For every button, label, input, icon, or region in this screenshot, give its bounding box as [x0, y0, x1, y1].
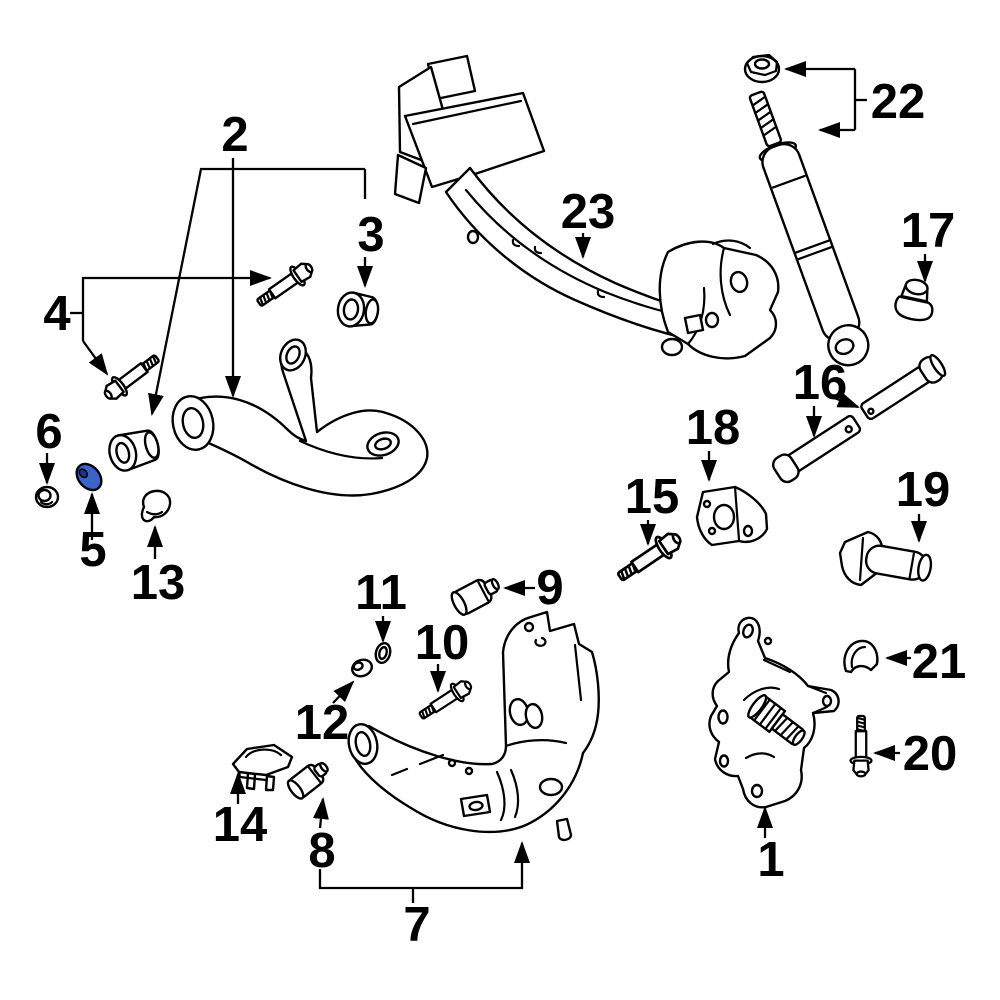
callout-label-5[interactable]: 5 [79, 523, 106, 577]
callout-label-20[interactable]: 20 [903, 727, 958, 781]
callout-label-9[interactable]: 9 [536, 561, 563, 615]
callout-label-6[interactable]: 6 [35, 405, 62, 459]
callout-label-23[interactable]: 23 [561, 185, 616, 239]
callout-label-22[interactable]: 22 [871, 75, 926, 129]
part-lower-control-arm [347, 610, 600, 842]
part-highlighted-washer[interactable] [72, 459, 107, 495]
part-bushing-8 [286, 761, 329, 800]
part-support-bracket [695, 485, 769, 547]
callout-label-10[interactable]: 10 [415, 616, 470, 670]
callout-label-12[interactable]: 12 [295, 696, 350, 750]
callout-label-19[interactable]: 19 [896, 463, 951, 517]
callout-label-16[interactable]: 16 [793, 356, 848, 410]
callout-label-21[interactable]: 21 [912, 635, 967, 689]
part-cap-13 [140, 489, 172, 523]
callout-label-18[interactable]: 18 [686, 401, 741, 455]
callout-label-14[interactable]: 14 [213, 798, 268, 852]
part-bump-stop [843, 639, 879, 674]
part-bushing-3 [336, 291, 380, 328]
part-torsion-anchor [838, 530, 933, 587]
part-bolt-15 [611, 525, 688, 589]
part-torsion-bar-upper [860, 353, 947, 421]
part-nut-6 [34, 485, 60, 509]
part-bolt-10 [414, 674, 477, 726]
part-bracket-14 [231, 743, 294, 792]
part-torsion-bar-lower [771, 414, 862, 484]
callout-labels: 1 2 3 4 5 6 7 8 9 10 11 12 13 14 15 16 1… [35, 75, 966, 952]
part-bolt-20 [849, 714, 873, 778]
callout-label-2[interactable]: 2 [221, 108, 248, 162]
part-bushing-17 [894, 278, 934, 322]
part-bolt-4b [98, 348, 165, 407]
part-bolt-4a [251, 256, 319, 314]
part-oring-11 [374, 641, 392, 665]
callout-label-15[interactable]: 15 [625, 470, 680, 524]
part-cap-12 [351, 658, 373, 678]
callout-label-3[interactable]: 3 [357, 208, 384, 262]
callout-label-1[interactable]: 1 [757, 833, 784, 887]
callout-label-7[interactable]: 7 [403, 898, 430, 952]
part-crossmember [393, 54, 780, 360]
part-shock-absorber [743, 53, 870, 367]
callout-label-11[interactable]: 11 [355, 566, 407, 620]
leader-lines [39, 61, 933, 903]
part-steering-knuckle [708, 616, 840, 809]
part-upper-control-arm [108, 338, 429, 497]
callout-label-13[interactable]: 13 [131, 556, 186, 610]
part-bushing-9 [450, 578, 500, 616]
part-arm-bushing-front [108, 429, 160, 472]
callout-label-8[interactable]: 8 [308, 824, 335, 878]
callout-label-4[interactable]: 4 [43, 287, 70, 341]
callout-label-17[interactable]: 17 [901, 204, 956, 258]
